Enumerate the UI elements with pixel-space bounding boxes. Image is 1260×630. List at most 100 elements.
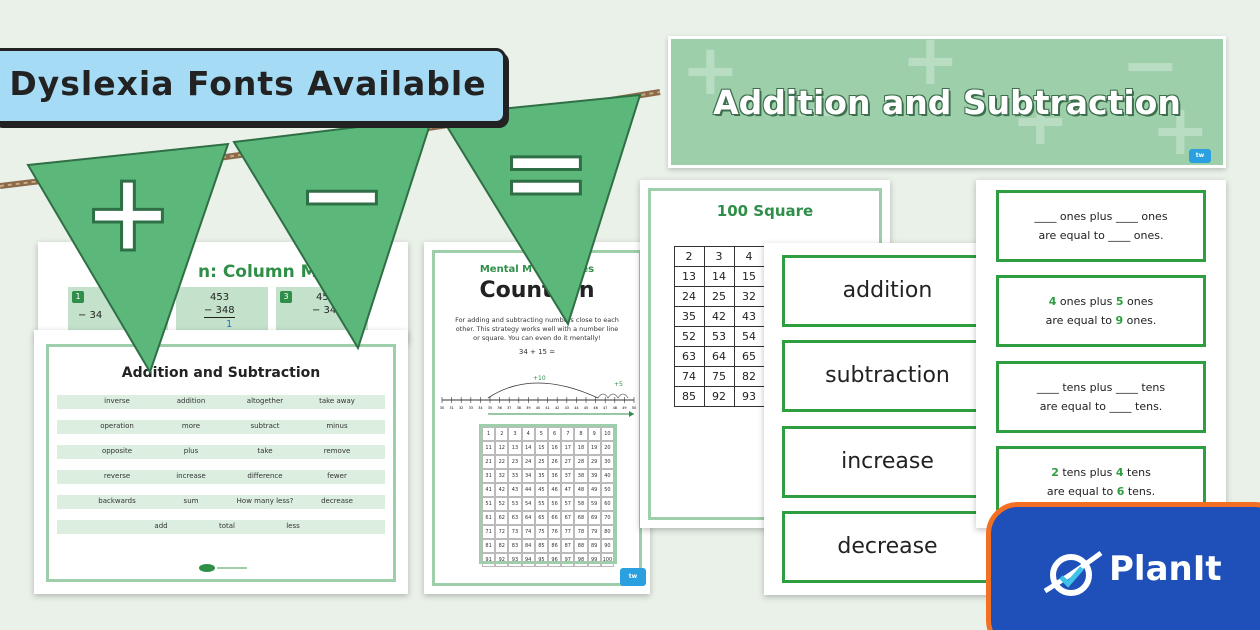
hundred-square-cell: 43 xyxy=(733,305,765,327)
column-method-title: n: Column Met xyxy=(198,262,338,282)
number-line-label: 45 xyxy=(584,406,588,410)
column-sum: − 348 xyxy=(204,305,235,318)
plus-pattern-icon: + xyxy=(901,36,960,101)
word-mat-cell: addition xyxy=(176,397,206,405)
small-jumps xyxy=(597,393,629,399)
counting-grid-cell: 5 xyxy=(534,427,548,441)
number-line-label: 30 xyxy=(440,406,444,410)
counting-grid-cell: 83 xyxy=(508,539,522,553)
counting-grid-cell: 88 xyxy=(574,539,588,553)
column-box-number: 1 xyxy=(72,291,84,303)
equals-icon: = xyxy=(500,108,592,236)
number-line-label: 37 xyxy=(507,406,511,410)
counting-grid-cell: 72 xyxy=(495,525,509,539)
counting-grid-cell: 9 xyxy=(587,427,601,441)
header-banner: + − + + − + Addition and Subtraction tw xyxy=(668,36,1226,168)
number-line-label: 43 xyxy=(565,406,569,410)
number-line-label: 41 xyxy=(545,406,549,410)
sentence-text: tens. xyxy=(1124,485,1156,498)
counting-grid-cell: 8 xyxy=(574,427,588,441)
counting-grid-cell: 70 xyxy=(600,511,614,525)
word-mat-cell: operation xyxy=(100,422,134,430)
hundred-square-cell: 25 xyxy=(703,285,735,307)
counting-grid-cell: 50 xyxy=(600,483,614,497)
counting-grid-cell: 95 xyxy=(534,553,548,567)
counting-grid-cell: 54 xyxy=(521,497,535,511)
counting-grid-cell: 67 xyxy=(561,511,575,525)
counting-grid-cell: 78 xyxy=(574,525,588,539)
column-sum: − 348 xyxy=(312,305,343,316)
counting-grid-cell: 57 xyxy=(561,497,575,511)
jump-label-small: +5 xyxy=(614,381,623,388)
sentence-line: are equal to 6 tens. xyxy=(999,482,1203,501)
hundred-square-cell: 65 xyxy=(733,345,765,367)
number-line-label: 34 xyxy=(478,406,483,410)
counting-grid-cell: 74 xyxy=(521,525,535,539)
number-line-label: 36 xyxy=(497,406,501,410)
sentence-card: ____ tens plus ____ tens are equal to __… xyxy=(996,361,1206,433)
hundred-square-cell: 24 xyxy=(673,285,705,307)
word-mat-cell: difference xyxy=(247,472,283,480)
counting-grid-cell: 7 xyxy=(561,427,575,441)
counting-grid-cell: 61 xyxy=(482,511,496,525)
counting-grid-cell: 43 xyxy=(508,483,522,497)
hundred-square-cell: 35 xyxy=(673,305,705,327)
number-line-label: 48 xyxy=(613,406,617,410)
word-mat-row: opposite plus take remove xyxy=(57,445,385,459)
counting-grid-cell: 84 xyxy=(521,539,535,553)
hundred-square-cell: 52 xyxy=(673,325,705,347)
counting-grid-cell: 96 xyxy=(547,553,562,567)
counting-grid-cell: 20 xyxy=(600,441,614,455)
counting-grid-cell: 40 xyxy=(600,469,614,483)
counting-grid-cell: 13 xyxy=(508,441,522,455)
word-mat-sheet: Addition and Subtraction inverse additio… xyxy=(34,330,408,594)
counting-on-title: Count On xyxy=(479,278,595,303)
word-mat-cell: reverse xyxy=(103,472,131,480)
sentence-number: 5 xyxy=(1115,295,1124,308)
word-mat-row: reverse increase difference fewer xyxy=(57,470,385,484)
sentence-card: ____ ones plus ____ ones are equal to __… xyxy=(996,190,1206,262)
sentence-number: 4 xyxy=(1048,295,1057,308)
number-line-label: 49 xyxy=(622,406,626,410)
counting-grid-cell: 21 xyxy=(482,455,496,469)
counting-grid-cell: 38 xyxy=(574,469,588,483)
counting-grid-cell: 1 xyxy=(482,427,496,441)
number-line-label: 44 xyxy=(574,406,579,410)
counting-grid-cell: 79 xyxy=(587,525,601,539)
number-line-label: 35 xyxy=(488,406,492,410)
counting-grid-cell: 51 xyxy=(482,497,496,511)
counting-grid-cell: 77 xyxy=(561,525,575,539)
word-mat-cell: total xyxy=(218,522,235,530)
word-mat-cell: less xyxy=(286,522,300,530)
sentence-text: tens xyxy=(1123,466,1151,479)
word-mat-cell: more xyxy=(181,422,201,430)
counting-grid-cell: 69 xyxy=(587,511,601,525)
counting-grid-cell: 82 xyxy=(495,539,509,553)
hundred-square-cell: 75 xyxy=(703,365,735,387)
counting-grid-cell: 41 xyxy=(482,483,496,497)
counting-grid-cell: 26 xyxy=(547,455,562,469)
counting-grid-cell: 49 xyxy=(587,483,601,497)
counting-grid-cell: 34 xyxy=(521,469,535,483)
number-line-label: 32 xyxy=(459,406,463,410)
word-mat-cell: altogether xyxy=(246,397,284,405)
number-line-label: 39 xyxy=(526,406,530,410)
word-mat-cell: fewer xyxy=(327,472,347,480)
word-mat-title: Addition and Subtraction xyxy=(121,365,321,381)
word-mat-cell: decrease xyxy=(321,497,353,505)
word-mat-cell: take away xyxy=(319,397,355,405)
counting-grid-cell: 71 xyxy=(482,525,496,539)
word-mat-row: add total less xyxy=(57,520,385,534)
counting-grid-cell: 45 xyxy=(534,483,548,497)
counting-grid-cell: 93 xyxy=(508,553,522,567)
counting-grid-cell: 90 xyxy=(600,539,614,553)
sentence-number: 9 xyxy=(1115,314,1124,327)
counting-grid-cell: 30 xyxy=(600,455,614,469)
column-method-sheet: n: Column Met 1 − 34 453 − 348 1 3 45 − … xyxy=(38,242,408,342)
number-line-label: 46 xyxy=(593,406,597,410)
hundred-square-cell: 14 xyxy=(703,265,735,287)
plus-pattern-icon: + xyxy=(1011,79,1070,161)
counting-grid-cell: 73 xyxy=(508,525,522,539)
word-card: addition xyxy=(782,255,993,327)
